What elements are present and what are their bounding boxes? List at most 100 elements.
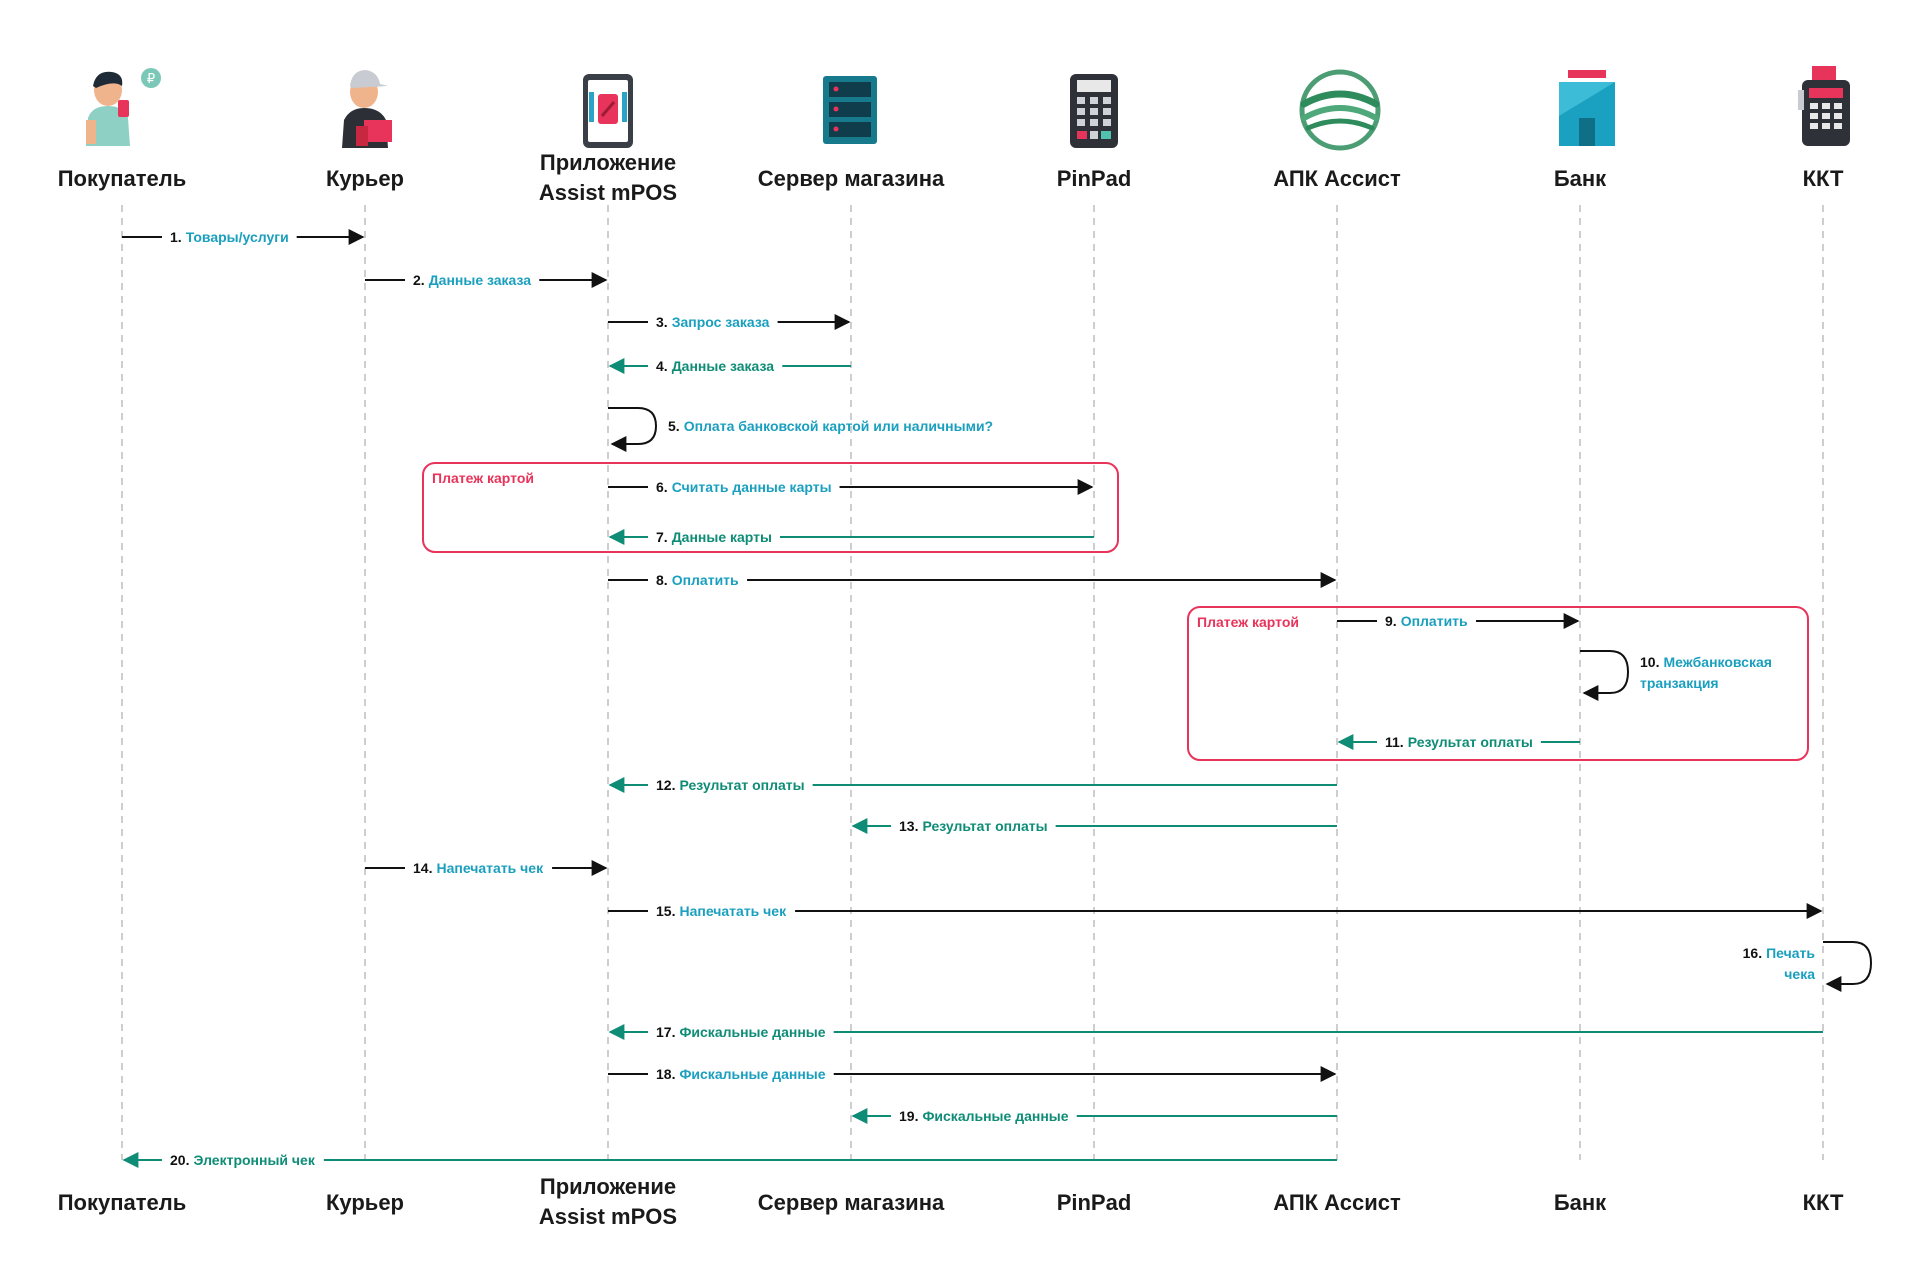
actor-label-kkt-bottom: ККТ	[1803, 1190, 1844, 1215]
message-text: Фискальные данные	[679, 1066, 825, 1082]
actor-label-line: Покупатель	[58, 1190, 187, 1215]
actor-label-pinpad-bottom: PinPad	[1057, 1190, 1132, 1215]
actor-label-buyer-bottom: Покупатель	[58, 1190, 187, 1215]
svg-text:₽: ₽	[147, 72, 155, 87]
message-text: Результат оплаты	[1408, 734, 1533, 750]
actor-label-server-top: Сервер магазина	[758, 166, 945, 191]
message-label-bg	[891, 816, 1056, 836]
message-number: 10.	[1640, 654, 1659, 670]
message-19: 19.Фискальные данные	[851, 1106, 1337, 1126]
actor-label-line: Сервер магазина	[758, 166, 945, 191]
message-14: 14.Напечатать чек	[365, 858, 608, 878]
actor-label-line: Assist mPOS	[539, 180, 677, 205]
cash-register-icon	[1798, 66, 1850, 146]
message-number: 13.	[899, 818, 918, 834]
message-number: 7.	[656, 529, 668, 545]
actor-label-line: АПК Ассист	[1273, 166, 1401, 191]
actor-label-bank-top: Банк	[1554, 166, 1607, 191]
message-11: 11.Результат оплаты	[1337, 732, 1580, 752]
message-label-bg	[648, 570, 748, 590]
actor-label-line: Приложение	[540, 150, 676, 175]
message-label-bg	[405, 858, 553, 878]
actor-label-line: PinPad	[1057, 1190, 1132, 1215]
smartphone-icon	[583, 74, 633, 148]
message-label-bg	[648, 901, 796, 921]
actor-label-buyer-top: Покупатель	[58, 166, 187, 191]
server-rack-icon	[823, 76, 877, 144]
message-label: 12.Результат оплаты	[656, 777, 805, 793]
message-label: 18.Фискальные данные	[656, 1066, 826, 1082]
actor-label-line: АПК Ассист	[1273, 1190, 1401, 1215]
message-number: 19.	[899, 1108, 918, 1124]
message-label-bg	[648, 356, 783, 376]
message-text: Фискальные данные	[922, 1108, 1068, 1124]
message-text: Оплата банковской картой или наличными?	[684, 418, 993, 434]
message-number: 4.	[656, 358, 668, 374]
message-label-bg	[648, 477, 840, 497]
message-number: 11.	[1385, 734, 1404, 750]
message-number: 8.	[656, 572, 668, 588]
message-number: 2.	[413, 272, 425, 288]
actor-label-kkt-top: ККТ	[1803, 166, 1844, 191]
assist-logo-icon	[1299, 69, 1381, 151]
message-18: 18.Фискальные данные	[608, 1064, 1337, 1084]
card-payment-frame	[1187, 606, 1809, 761]
message-label: 13.Результат оплаты	[899, 818, 1048, 834]
self-call-arrow	[1823, 941, 1873, 992]
actor-label-line: ККТ	[1803, 166, 1844, 191]
message-text: Считать данные карты	[672, 479, 832, 495]
message-label-bg	[162, 227, 297, 247]
message-2: 2.Данные заказа	[365, 270, 608, 290]
message-label: 4.Данные заказа	[656, 358, 774, 374]
message-number: 5.	[668, 418, 680, 434]
message-label-bg	[1377, 611, 1477, 631]
actor-label-line: Сервер магазина	[758, 1190, 945, 1215]
actor-label-line: Банк	[1554, 166, 1607, 191]
message-number: 12.	[656, 777, 675, 793]
message-text: Фискальные данные	[679, 1024, 825, 1040]
actor-label-line: Банк	[1554, 1190, 1607, 1215]
message-label: 11.Результат оплаты	[1385, 734, 1533, 750]
buyer-person-icon: ₽	[86, 68, 161, 146]
message-text: Электронный чек	[193, 1152, 315, 1168]
message-label: 1.Товары/услуги	[170, 229, 289, 245]
actor-label-line: PinPad	[1057, 166, 1132, 191]
message-4: 4.Данные заказа	[608, 356, 851, 376]
message-text: Запрос заказа	[672, 314, 770, 330]
message-label-bg	[648, 775, 813, 795]
card-payment-frame-label: Платеж картой	[1197, 614, 1299, 630]
message-label: 6.Считать данные карты	[656, 479, 832, 495]
pinpad-icon	[1070, 74, 1118, 148]
message-number: 17.	[656, 1024, 675, 1040]
message-label: 8.Оплатить	[656, 572, 739, 588]
message-7: 7.Данные карты	[608, 527, 1094, 547]
actor-labels: ПокупательПокупательКурьерКурьерПриложен…	[58, 150, 1844, 1229]
message-label: 5.Оплата банковской картой или наличными…	[668, 418, 993, 434]
courier-icon	[342, 70, 392, 148]
message-label-bg	[405, 270, 540, 290]
message-number: 15.	[656, 903, 675, 919]
message-text: Товары/услуги	[186, 229, 289, 245]
message-text: чека	[1784, 966, 1815, 982]
message-1: 1.Товары/услуги	[122, 227, 365, 247]
card-payment-frame-label: Платеж картой	[432, 470, 534, 486]
message-number: 16.	[1743, 945, 1762, 961]
message-label: 7.Данные карты	[656, 529, 772, 545]
message-20: 20.Электронный чек	[122, 1150, 1337, 1170]
actor-label-line: Приложение	[540, 1174, 676, 1199]
message-text: Напечатать чек	[679, 903, 787, 919]
message-number: 14.	[413, 860, 432, 876]
message-label-bg	[891, 1106, 1077, 1126]
actor-label-bank-bottom: Банк	[1554, 1190, 1607, 1215]
actor-label-pinpad-top: PinPad	[1057, 166, 1132, 191]
message-label: 15.Напечатать чек	[656, 903, 787, 919]
message-9: 9.Оплатить	[1337, 611, 1580, 631]
message-13: 13.Результат оплаты	[851, 816, 1337, 836]
message-text: Данные заказа	[672, 358, 775, 374]
